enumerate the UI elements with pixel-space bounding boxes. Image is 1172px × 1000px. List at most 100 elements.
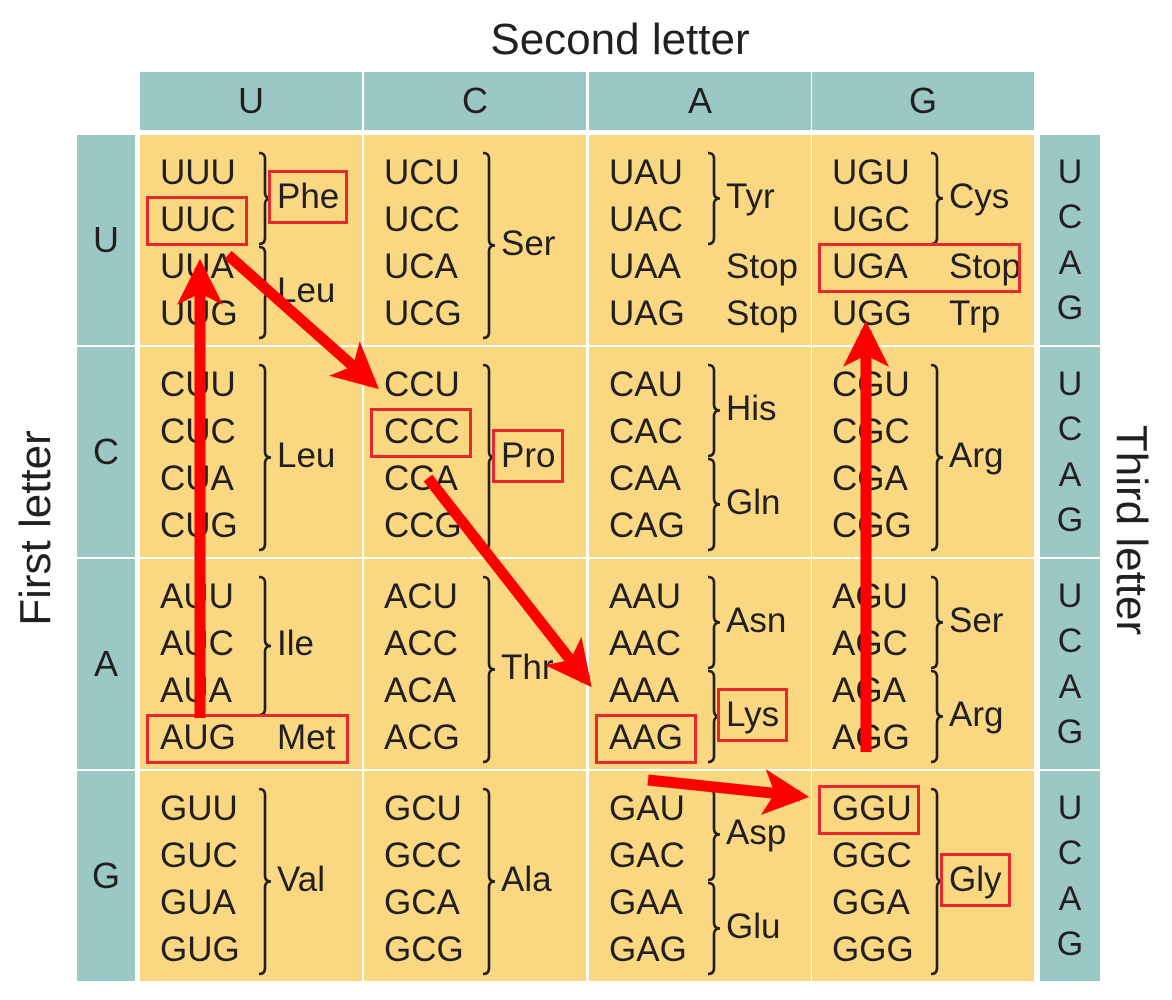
grouping-brace <box>929 787 945 981</box>
amino-acid-stop: Stop <box>726 247 798 286</box>
amino-acid-glu: Glu <box>726 906 781 946</box>
codon-uag: UAG <box>609 294 685 333</box>
codon-gcg: GCG <box>384 930 464 969</box>
highlight-aa-gly <box>940 852 1011 907</box>
amino-acid-thr: Thr <box>501 647 554 687</box>
codon-ccu: CCU <box>384 365 460 404</box>
third-letter-g: G <box>1056 925 1084 964</box>
codon-guu: GUU <box>160 789 238 828</box>
amino-acid-his: His <box>726 388 777 428</box>
codon-uuu: UUU <box>160 153 236 192</box>
codon-cag: CAG <box>609 506 685 545</box>
amino-acid-gln: Gln <box>726 482 781 522</box>
grouping-brace <box>706 669 722 769</box>
codon-cac: CAC <box>609 412 683 451</box>
codon-block-aa <box>589 559 811 769</box>
codon-block-cc <box>364 347 586 557</box>
amino-acid-ser: Ser <box>501 223 556 263</box>
arrow-uuc-to-ccc <box>224 250 379 390</box>
third-letter-g: G <box>1056 713 1084 752</box>
highlight-aa-lys <box>717 687 788 742</box>
amino-acid-lys: Lys <box>726 694 780 734</box>
codon-ggg: GGG <box>832 930 914 969</box>
codon-block-ag <box>812 559 1034 769</box>
grouping-brace <box>481 151 497 345</box>
amino-acid-pro: Pro <box>501 435 556 475</box>
codon-block-uc <box>364 135 586 345</box>
codon-acg: ACG <box>384 718 460 757</box>
amino-acid-ser: Ser <box>949 600 1004 640</box>
amino-acid-stop: Stop <box>726 294 798 333</box>
arrow-ccc-to-aag <box>423 474 592 688</box>
third-letter-u: U <box>1057 576 1083 615</box>
codon-uca: UCA <box>384 247 458 286</box>
codon-block-ca <box>589 347 811 557</box>
amino-acid-asn: Asn <box>726 600 787 640</box>
codon-ucg: UCG <box>384 294 462 333</box>
amino-acid-stop: Stop <box>949 247 1021 286</box>
highlight-codon-ccc <box>370 408 472 458</box>
amino-acid-met: Met <box>277 718 336 757</box>
codon-ucu: UCU <box>384 153 460 192</box>
grouping-brace <box>706 151 722 251</box>
codon-block-gu <box>140 771 362 981</box>
grouping-brace <box>929 669 945 769</box>
amino-acid-arg: Arg <box>949 435 1004 475</box>
codon-aac: AAC <box>609 624 681 663</box>
codon-gug: GUG <box>160 930 240 969</box>
first-letter-header-a: A <box>77 559 135 769</box>
highlight-row-uga <box>818 243 1021 293</box>
grouping-brace <box>257 151 273 251</box>
codon-uac: UAC <box>609 200 683 239</box>
amino-acid-trp: Trp <box>949 294 1001 333</box>
amino-acid-cys: Cys <box>949 176 1010 216</box>
highlight-row-aug <box>146 714 349 764</box>
first-letter-header-u: U <box>77 135 135 345</box>
codon-block-ua <box>589 135 811 345</box>
codon-gau: GAU <box>609 789 685 828</box>
highlight-aa-phe <box>268 169 348 224</box>
codon-ggu: GGU <box>832 789 912 828</box>
codon-ccc: CCC <box>384 412 460 451</box>
codon-block-gc <box>364 771 586 981</box>
codon-block-cg <box>812 347 1034 557</box>
codon-uaa: UAA <box>609 247 681 286</box>
third-letter-u: U <box>1057 152 1083 191</box>
amino-acid-val: Val <box>277 859 325 899</box>
third-letter-c: C <box>1057 410 1083 449</box>
codon-guc: GUC <box>160 836 238 875</box>
codon-block-cu <box>140 347 362 557</box>
arrow-aag-to-ggu <box>647 769 810 816</box>
codon-caa: CAA <box>609 459 681 498</box>
codon-aag: AAG <box>609 718 683 757</box>
codon-cca: CCA <box>384 459 458 498</box>
amino-acid-gly: Gly <box>949 859 1002 899</box>
first-letter-header-c: C <box>77 347 135 557</box>
third-letter-u: U <box>1057 364 1083 403</box>
grouping-brace <box>706 457 722 557</box>
amino-acid-ile: Ile <box>277 624 314 663</box>
codon-gcc: GCC <box>384 836 462 875</box>
codon-block-au <box>140 559 362 769</box>
codon-cau: CAU <box>609 365 683 404</box>
codon-aug: AUG <box>160 718 236 757</box>
highlight-codon-ggu <box>818 785 920 835</box>
grouping-brace <box>257 787 273 981</box>
codon-cgg: CGG <box>832 506 912 545</box>
third-letter-a: A <box>1058 667 1082 706</box>
codon-uau: UAU <box>609 153 683 192</box>
codon-ccg: CCG <box>384 506 462 545</box>
codon-gac: GAC <box>609 836 685 875</box>
third-letter-a: A <box>1058 455 1082 494</box>
grouping-brace <box>929 151 945 251</box>
codon-gua: GUA <box>160 883 236 922</box>
codon-uuc: UUC <box>160 200 236 239</box>
codon-gga: GGA <box>832 883 910 922</box>
amino-acid-asp: Asp <box>726 812 787 852</box>
grouping-brace <box>706 363 722 463</box>
